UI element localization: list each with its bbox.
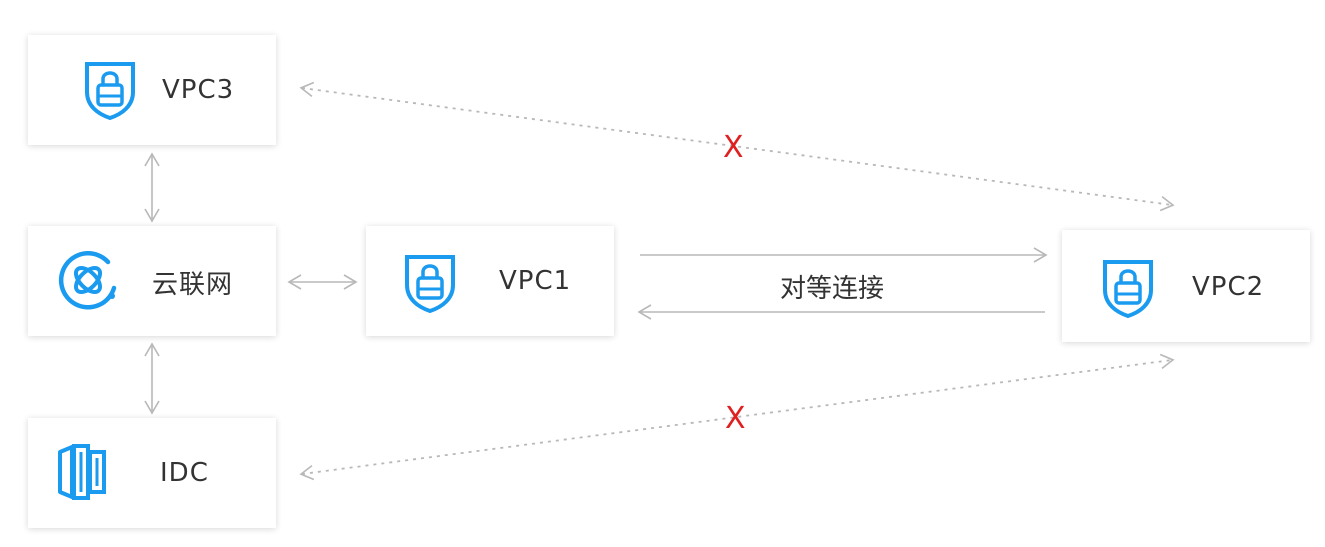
node-vpc3[interactable]: VPC3	[28, 35, 276, 145]
peering-connection-label: 对等连接	[780, 274, 885, 304]
shield-lock-icon	[85, 62, 135, 121]
node-vpc2-label: VPC2	[1192, 272, 1265, 302]
node-vpc3-label: VPC3	[162, 75, 235, 105]
blocked-marker-idc-vpc2: X	[725, 401, 746, 436]
data-center-icon	[58, 444, 106, 500]
cloud-connect-network-icon	[58, 251, 117, 310]
shield-lock-icon	[405, 255, 455, 314]
node-vpc1-label: VPC1	[499, 266, 572, 296]
vpc3-vpc2-blocked-connector	[299, 81, 1175, 212]
node-vpc1[interactable]: VPC1	[366, 226, 614, 336]
node-idc-label: IDC	[160, 458, 209, 488]
node-vpc2[interactable]: VPC2	[1062, 230, 1310, 342]
idc-vpc2-blocked-connector	[299, 353, 1175, 481]
node-ccn[interactable]: 云联网	[28, 226, 276, 336]
node-ccn-label: 云联网	[152, 270, 234, 300]
node-idc[interactable]: IDC	[28, 418, 276, 528]
shield-lock-icon	[1103, 260, 1153, 319]
blocked-marker-vpc3-vpc2: X	[723, 130, 744, 165]
